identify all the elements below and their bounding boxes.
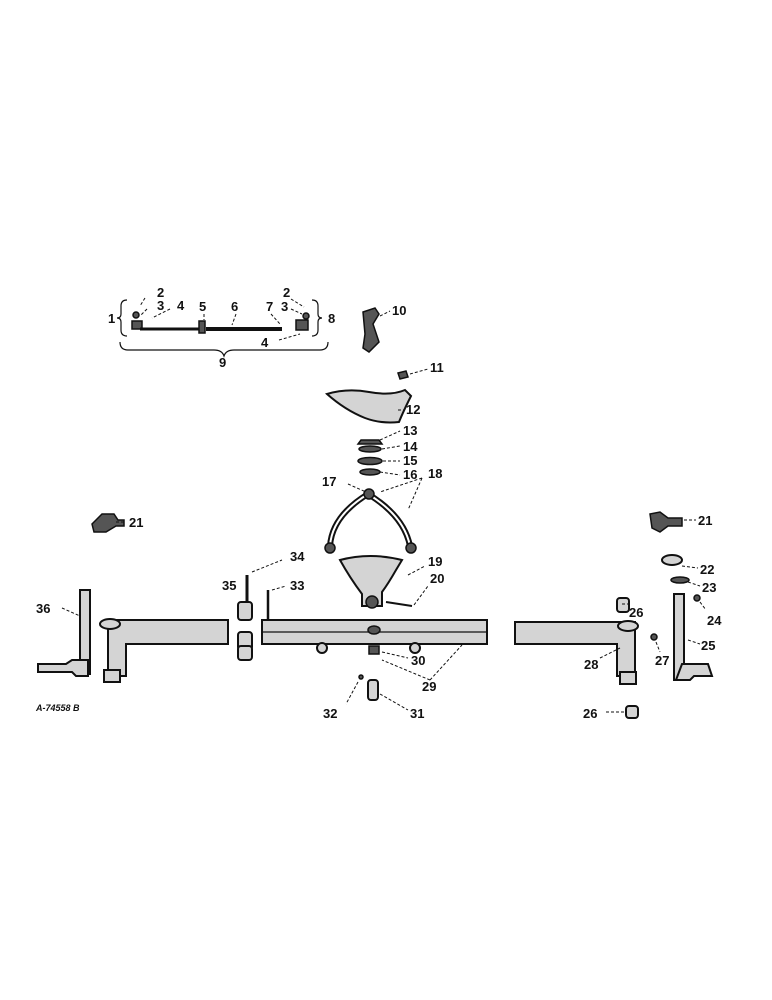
- part-27: [650, 633, 658, 641]
- left-axle-extension: [99, 618, 229, 683]
- callout-17: 17: [322, 474, 336, 489]
- tie-rod-end-left: [131, 320, 143, 330]
- callout-14: 14: [403, 439, 418, 454]
- callout-28: 28: [584, 657, 598, 672]
- bushing-26-top: [616, 597, 630, 613]
- callout-11: 11: [430, 360, 444, 375]
- callout-2a: 2: [157, 285, 164, 300]
- callout-32: 32: [323, 706, 337, 721]
- steering-arm-left-21: [91, 513, 125, 533]
- part-22: [661, 554, 683, 566]
- callout-26-bottom: 26: [583, 706, 597, 721]
- bushing-26-bottom: [625, 705, 639, 719]
- pivot-hardware-stack: [356, 430, 401, 476]
- tie-rod-assembly: [116, 297, 329, 358]
- part-23: [670, 576, 690, 584]
- callout-1: 1: [108, 311, 115, 326]
- callout-25: 25: [701, 638, 715, 653]
- callout-33: 33: [290, 578, 304, 593]
- callout-5: 5: [199, 299, 206, 314]
- callout-16: 16: [403, 467, 417, 482]
- part-24: [693, 594, 701, 602]
- callout-22: 22: [700, 562, 714, 577]
- callout-4a: 4: [177, 298, 185, 313]
- callout-6: 6: [231, 299, 238, 314]
- callout-26-top: 26: [629, 605, 643, 620]
- callout-15: 15: [403, 453, 417, 468]
- bolster-19: [338, 555, 404, 607]
- callout-12: 12: [406, 402, 420, 417]
- callout-23: 23: [702, 580, 716, 595]
- callout-34: 34: [290, 549, 305, 564]
- callout-9: 9: [219, 355, 226, 370]
- tie-rod-clamp: [198, 320, 206, 334]
- callout-29: 29: [422, 679, 436, 694]
- callout-24: 24: [707, 613, 722, 628]
- kingpin-group-left: [237, 559, 287, 661]
- callout-3a: 3: [157, 298, 164, 313]
- callout-27: 27: [655, 653, 669, 668]
- callout-4b: 4: [261, 335, 269, 350]
- bracket-10: [362, 307, 380, 353]
- callout-2b: 2: [283, 285, 290, 300]
- drawing-code: A-74558 B: [35, 703, 80, 713]
- right-axle-extension: [514, 620, 639, 685]
- center-axle: [261, 619, 488, 681]
- callout-30: 30: [411, 653, 425, 668]
- steering-arm-right-21: [649, 511, 683, 533]
- callout-35: 35: [222, 578, 236, 593]
- callout-19: 19: [428, 554, 442, 569]
- callout-31: 31: [410, 706, 424, 721]
- support-12: [324, 388, 413, 424]
- callout-20: 20: [430, 571, 444, 586]
- callout-3b: 3: [281, 299, 288, 314]
- callout-36: 36: [36, 601, 50, 616]
- callout-8: 8: [328, 311, 335, 326]
- spindle-left: [37, 589, 91, 677]
- callout-labels: 1 2 2 3 3 4 4 5 6 7 8 9 10 11 12 13 14 1…: [35, 285, 722, 721]
- callout-21-left: 21: [129, 515, 143, 530]
- pin-31: [367, 679, 379, 701]
- spindle-right: [673, 593, 714, 681]
- callout-13: 13: [403, 423, 417, 438]
- callout-21-right: 21: [698, 513, 712, 528]
- tie-rod-end-right: [295, 319, 309, 331]
- callout-18: 18: [428, 466, 442, 481]
- callout-10: 10: [392, 303, 406, 318]
- part-11: [397, 370, 409, 380]
- callout-7: 7: [266, 299, 273, 314]
